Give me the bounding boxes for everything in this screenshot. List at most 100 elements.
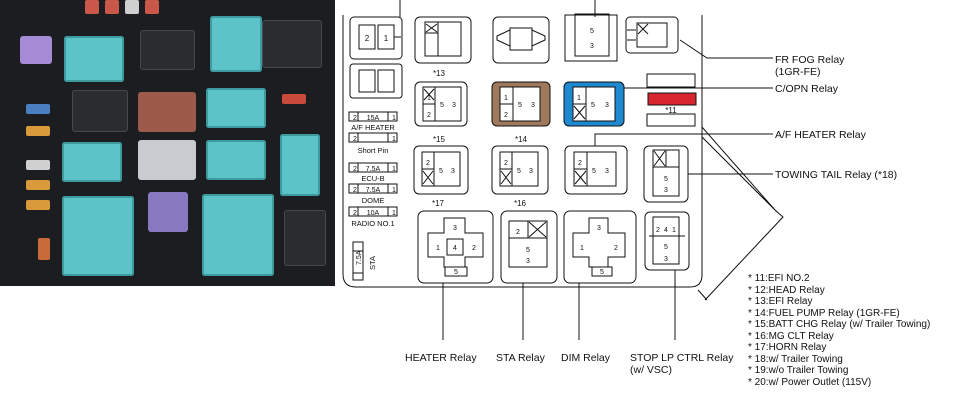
fuse-red-11 — [647, 92, 697, 106]
pin-label: 1 — [577, 95, 581, 102]
relay-violet-photo — [148, 192, 188, 232]
fuse-orange-photo — [26, 200, 50, 210]
pin-label: 2 — [353, 166, 357, 173]
pin-label: 5 — [591, 102, 595, 109]
relay-socket-af-heater — [564, 145, 628, 195]
fuse-block-11 — [646, 73, 696, 88]
connector-photo — [140, 30, 195, 70]
footnote: * 11:EFI NO.2 — [748, 273, 810, 284]
fuse-photo — [85, 0, 99, 14]
fuse-red-photo — [282, 94, 306, 104]
fuse-sta — [352, 241, 364, 281]
footnote: * 20:w/ Power Outlet (115V) — [748, 376, 872, 388]
pin-label: 2 — [516, 229, 520, 236]
relay-teal-photo — [206, 140, 266, 180]
relay-socket-top-3 — [564, 14, 618, 62]
pin-label: 3 — [452, 102, 456, 109]
pin-label: 5 — [439, 168, 443, 175]
fuse-radio-amp: 10A — [367, 210, 380, 217]
fuse-sta-name: STA — [368, 256, 377, 270]
pin-label: 2 — [353, 115, 357, 122]
relay-teal-photo — [62, 142, 122, 182]
marker-15: *15 — [433, 135, 446, 144]
relay-teal-photo — [202, 194, 274, 276]
label-towing-tail-relay: TOWING TAIL Relay (*18) — [775, 169, 898, 181]
relay-socket-top-2 — [492, 16, 550, 64]
marker-16: *16 — [514, 199, 527, 208]
fuse-blue-photo — [26, 104, 50, 114]
relay-socket-dim — [563, 210, 637, 284]
relay-teal-photo — [280, 134, 320, 196]
footnote: * 12:HEAD Relay — [748, 284, 825, 296]
pin-label: 1 — [427, 95, 431, 102]
pin-label: 1 — [580, 245, 584, 252]
fuse-af-heater-amp: 15A — [367, 115, 380, 122]
pin-label: 2 — [353, 210, 357, 217]
pin-label: 5 — [454, 269, 458, 276]
relay-socket-heater — [417, 210, 494, 284]
fuse-af-heater-name: A/F HEATER — [351, 123, 395, 132]
marker-14: *14 — [515, 135, 528, 144]
relay-socket-topleft-2 — [349, 63, 403, 99]
pin-label: 2 — [504, 160, 508, 167]
pin-label: 1 — [392, 166, 396, 173]
fuse-violet-photo — [20, 36, 52, 64]
relay-teal-photo — [210, 16, 262, 72]
connector-photo — [72, 90, 128, 132]
fuse-photo — [26, 160, 50, 170]
pin-label: 2 — [365, 34, 370, 43]
pin-label: 5 — [440, 102, 444, 109]
fuse-radio-name: RADIO NO.1 — [351, 219, 394, 228]
pin-label: 3 — [605, 102, 609, 109]
fuse-box-diagram: 2 1 2 15A 1 A/F HEATER 2 1 Short Pin 2 7… — [342, 0, 784, 340]
pin-label: 3 — [605, 168, 609, 175]
fuse-dome-name: DOME — [362, 196, 385, 205]
pin-label: 5 — [517, 168, 521, 175]
relay-socket-stop-lp-ctrl — [644, 211, 690, 271]
pin-label: 1 — [392, 136, 396, 143]
relay-grey-photo — [138, 140, 196, 180]
pin-label: 3 — [664, 256, 668, 263]
fuse-block-11b — [646, 113, 696, 127]
connector-photo — [284, 210, 326, 266]
label-stop-lp-ctrl-relay-sub: (w/ VSC) — [630, 364, 672, 376]
pin-label: 1 — [436, 245, 440, 252]
relay-teal-photo — [62, 196, 134, 276]
pin-label: 3 — [529, 168, 533, 175]
footnote: * 13:EFI Relay — [748, 296, 813, 307]
pin-label: 5 — [592, 168, 596, 175]
fuse-ecu-b-amp: 7.5A — [366, 166, 381, 173]
leader-line — [679, 39, 773, 59]
relay-socket-top-1 — [414, 16, 472, 64]
pin-label: 1 — [392, 187, 396, 194]
pin-label: 5 — [664, 244, 668, 251]
fuse-photo — [105, 0, 119, 14]
pin-label: 2 — [504, 112, 508, 119]
pin-label: 2 — [353, 136, 357, 143]
pin-label: 4 — [664, 227, 668, 234]
fuse-orange-photo — [38, 238, 50, 260]
pin-label: 1 — [672, 227, 676, 234]
pin-label: 2 — [427, 112, 431, 119]
label-dim-relay: DIM Relay — [561, 352, 611, 364]
footnote: * 19:w/o Trailer Towing — [748, 365, 849, 376]
pin-label: 5 — [664, 176, 668, 183]
footnote: * 17:HORN Relay — [748, 342, 827, 353]
pin-label: 2 — [656, 227, 660, 234]
marker-13: *13 — [433, 69, 446, 78]
label-fr-fog-relay: FR FOG Relay — [775, 54, 845, 66]
pin-label: 4 — [453, 245, 457, 252]
pin-label: 1 — [504, 95, 508, 102]
relay-socket-top-4 — [625, 16, 679, 54]
box-bracket-end — [697, 289, 708, 301]
pin-label: 2 — [353, 187, 357, 194]
pin-label: 2 — [472, 245, 476, 252]
label-heater-relay: HEATER Relay — [405, 352, 477, 364]
footnote: * 14:FUEL PUMP Relay (1GR-FE) — [748, 307, 900, 319]
relay-socket-13 — [414, 81, 468, 127]
pin-label: 2 — [426, 160, 430, 167]
relay-socket-sta — [500, 210, 558, 284]
pin-label: 1 — [392, 115, 396, 122]
fuse-short-pin-name: Short Pin — [358, 146, 389, 155]
